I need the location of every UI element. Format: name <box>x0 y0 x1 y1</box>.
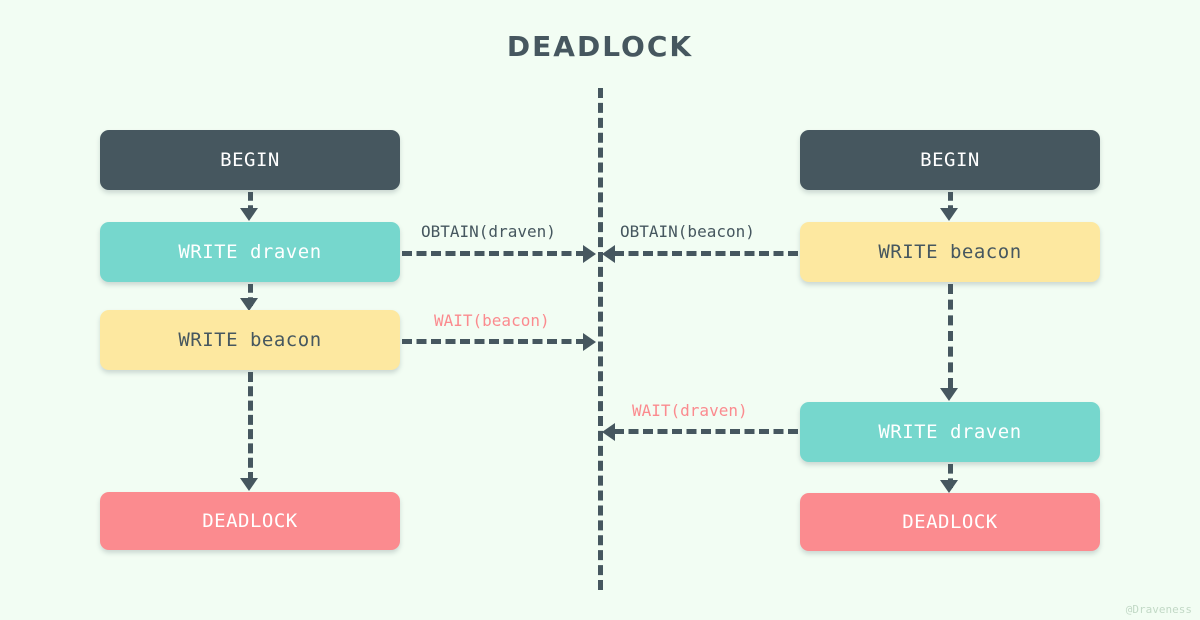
node-label: BEGIN <box>920 149 980 171</box>
node-label: BEGIN <box>220 149 280 171</box>
arrowhead-left-icon <box>602 423 615 441</box>
connector-right-begin-to-write-beacon <box>948 192 953 214</box>
node-right-begin[interactable]: BEGIN <box>800 130 1100 190</box>
arrowhead-right-icon <box>583 245 596 263</box>
center-divider <box>598 88 603 590</box>
arrowhead-down-icon <box>940 480 958 493</box>
node-label: WRITE draven <box>178 241 322 263</box>
connector-wait-beacon <box>402 339 586 344</box>
page-title: DEADLOCK <box>506 30 694 63</box>
connector-obtain-draven <box>402 251 586 256</box>
arrowhead-down-icon <box>940 388 958 401</box>
arrowhead-left-icon <box>602 245 615 263</box>
edge-label-wait-beacon: WAIT(beacon) <box>434 311 550 330</box>
node-right-write-beacon[interactable]: WRITE beacon <box>800 222 1100 282</box>
connector-right-write-beacon-to-write-draven <box>948 284 953 388</box>
connector-wait-draven <box>614 429 798 434</box>
connector-obtain-beacon <box>614 251 798 256</box>
node-left-write-draven[interactable]: WRITE draven <box>100 222 400 282</box>
node-left-write-beacon[interactable]: WRITE beacon <box>100 310 400 370</box>
node-left-begin[interactable]: BEGIN <box>100 130 400 190</box>
arrowhead-down-icon <box>240 208 258 221</box>
node-label: WRITE beacon <box>178 329 322 351</box>
connector-left-write-draven-to-write-beacon <box>248 284 253 306</box>
node-right-write-draven[interactable]: WRITE draven <box>800 402 1100 462</box>
connector-right-write-draven-to-deadlock <box>948 464 953 488</box>
connector-left-begin-to-write-draven <box>248 192 253 214</box>
arrowhead-right-icon <box>583 333 596 351</box>
node-label: WRITE beacon <box>878 241 1022 263</box>
arrowhead-down-icon <box>940 208 958 221</box>
node-label: DEADLOCK <box>902 511 998 533</box>
arrowhead-down-icon <box>240 298 258 311</box>
watermark: @Draveness <box>1125 603 1192 616</box>
arrowhead-down-icon <box>240 478 258 491</box>
node-label: WRITE draven <box>878 421 1022 443</box>
edge-label-wait-draven: WAIT(draven) <box>632 401 748 420</box>
node-left-deadlock[interactable]: DEADLOCK <box>100 492 400 550</box>
connector-left-write-beacon-to-deadlock <box>248 372 253 482</box>
edge-label-obtain-draven: OBTAIN(draven) <box>421 222 556 241</box>
node-label: DEADLOCK <box>202 510 298 532</box>
edge-label-obtain-beacon: OBTAIN(beacon) <box>620 222 755 241</box>
node-right-deadlock[interactable]: DEADLOCK <box>800 493 1100 551</box>
